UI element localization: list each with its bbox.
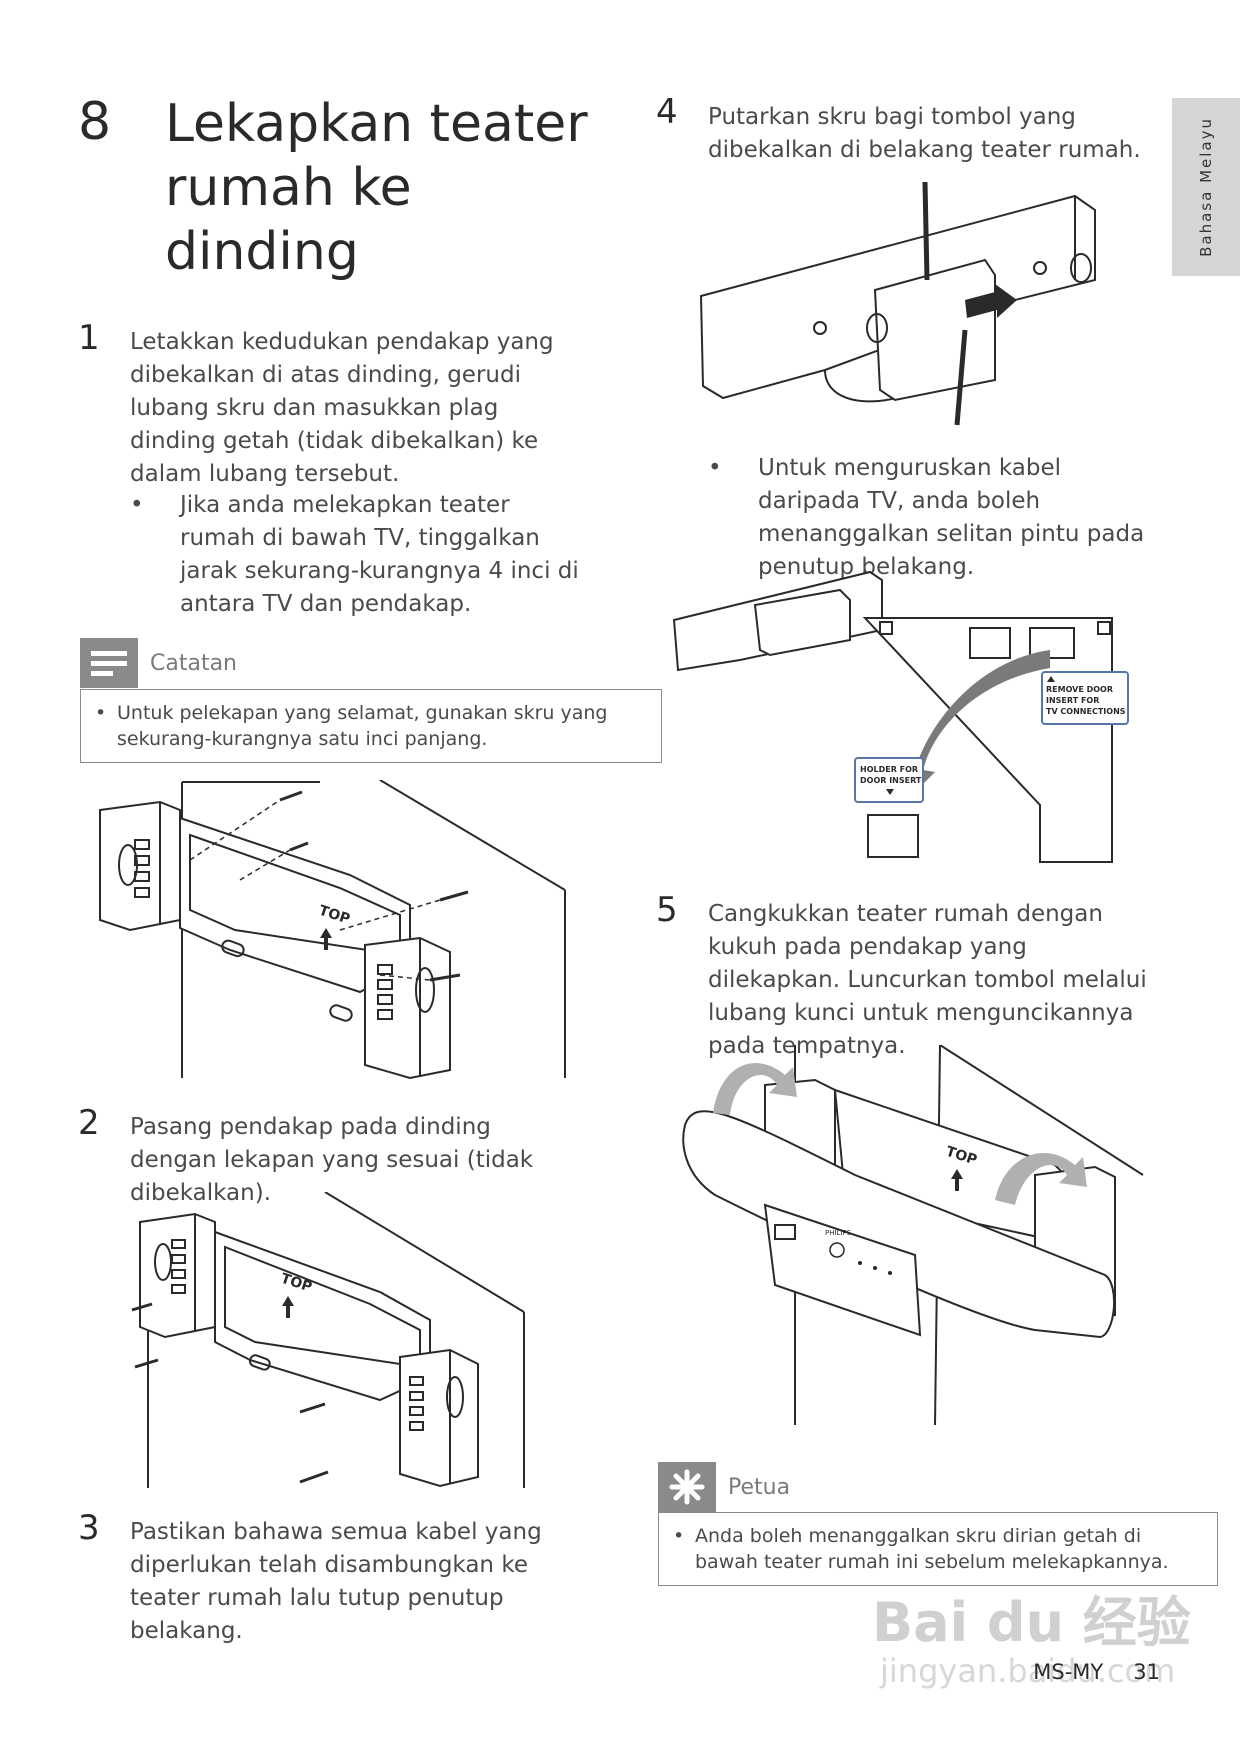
- tip-label: Petua: [728, 1474, 791, 1500]
- step-2-text: Pasang pendakap pada dinding dengan leka…: [130, 1114, 534, 1206]
- step-4-number: 4: [656, 92, 678, 132]
- step-4-bullet: • Untuk menguruskan kabel daripada TV, a…: [708, 452, 1158, 584]
- baidu-watermark: Bai du 经验: [872, 1591, 1191, 1654]
- bullet-dot: •: [673, 1525, 685, 1547]
- step-1-bullet: • Jika anda melekapkan teater rumah di b…: [130, 489, 580, 621]
- step-3-number: 3: [78, 1508, 100, 1548]
- page-footer: MS-MY 31: [1033, 1660, 1160, 1684]
- holder-line-2: DOOR INSERT: [860, 776, 922, 785]
- remove-door-line-1: REMOVE DOOR: [1046, 685, 1113, 694]
- note-label: Catatan: [150, 650, 238, 676]
- note-header: Catatan: [80, 638, 237, 688]
- chapter-title: Lekapkan teater rumah ke dinding: [165, 94, 588, 282]
- remove-door-callout: REMOVE DOOR INSERT FOR TV CONNECTIONS: [1041, 671, 1129, 725]
- knob-screw-illustration: [699, 181, 1096, 426]
- hook-theater-illustration: PHILIPS TOP: [682, 1045, 1144, 1425]
- tip-icon: [658, 1462, 716, 1512]
- note-text: Untuk pelekapan yang selamat, gunakan sk…: [117, 702, 608, 750]
- note-box: • Untuk pelekapan yang selamat, gunakan …: [80, 689, 662, 763]
- language-code: MS-MY: [1033, 1660, 1104, 1684]
- holder-callout: HOLDER FOR DOOR INSERT: [854, 757, 924, 803]
- brand-label: PHILIPS: [825, 1229, 852, 1237]
- tip-box: • Anda boleh menanggalkan skru dirian ge…: [658, 1512, 1218, 1586]
- note-icon: [80, 638, 138, 688]
- bullet-dot: •: [95, 702, 107, 724]
- step-1-text: Letakkan kedudukan pendakap yang dibekal…: [130, 329, 554, 487]
- bullet-dot: •: [708, 455, 722, 481]
- step-4-bullet-text: Untuk menguruskan kabel daripada TV, and…: [758, 455, 1145, 580]
- step-5-text: Cangkukkan teater rumah dengan kukuh pad…: [708, 901, 1147, 1059]
- holder-line-1: HOLDER FOR: [860, 765, 918, 774]
- step-1-number: 1: [78, 318, 100, 358]
- tip-text: Anda boleh menanggalkan skru dirian geta…: [695, 1525, 1169, 1573]
- step-1-bullet-text: Jika anda melekapkan teater rumah di baw…: [180, 492, 579, 617]
- remove-door-line-3: TV CONNECTIONS: [1046, 707, 1126, 716]
- step-2-number: 2: [78, 1103, 100, 1143]
- language-side-tab: Bahasa Melayu: [1172, 98, 1240, 276]
- page-number: 31: [1133, 1660, 1160, 1684]
- tip-header: Petua: [658, 1462, 790, 1512]
- step-4-text: Putarkan skru bagi tombol yang dibekalka…: [708, 104, 1141, 163]
- door-insert-illustration: REMOVE DOOR INSERT FOR TV CONNECTIONS HO…: [672, 570, 1129, 863]
- language-label: Bahasa Melayu: [1197, 117, 1215, 257]
- bracket-mounting-illustration: TOP: [131, 1192, 525, 1488]
- remove-door-line-2: INSERT FOR: [1046, 696, 1099, 705]
- baidu-watermark-url: jingyan.baidu.com: [880, 1652, 1176, 1690]
- bullet-dot: •: [130, 492, 144, 518]
- step-3-text: Pastikan bahawa semua kabel yang diperlu…: [130, 1519, 542, 1644]
- bracket-drilling-illustration: TOP: [99, 780, 566, 1080]
- chapter-number: 8: [78, 92, 112, 152]
- step-5-number: 5: [656, 890, 678, 930]
